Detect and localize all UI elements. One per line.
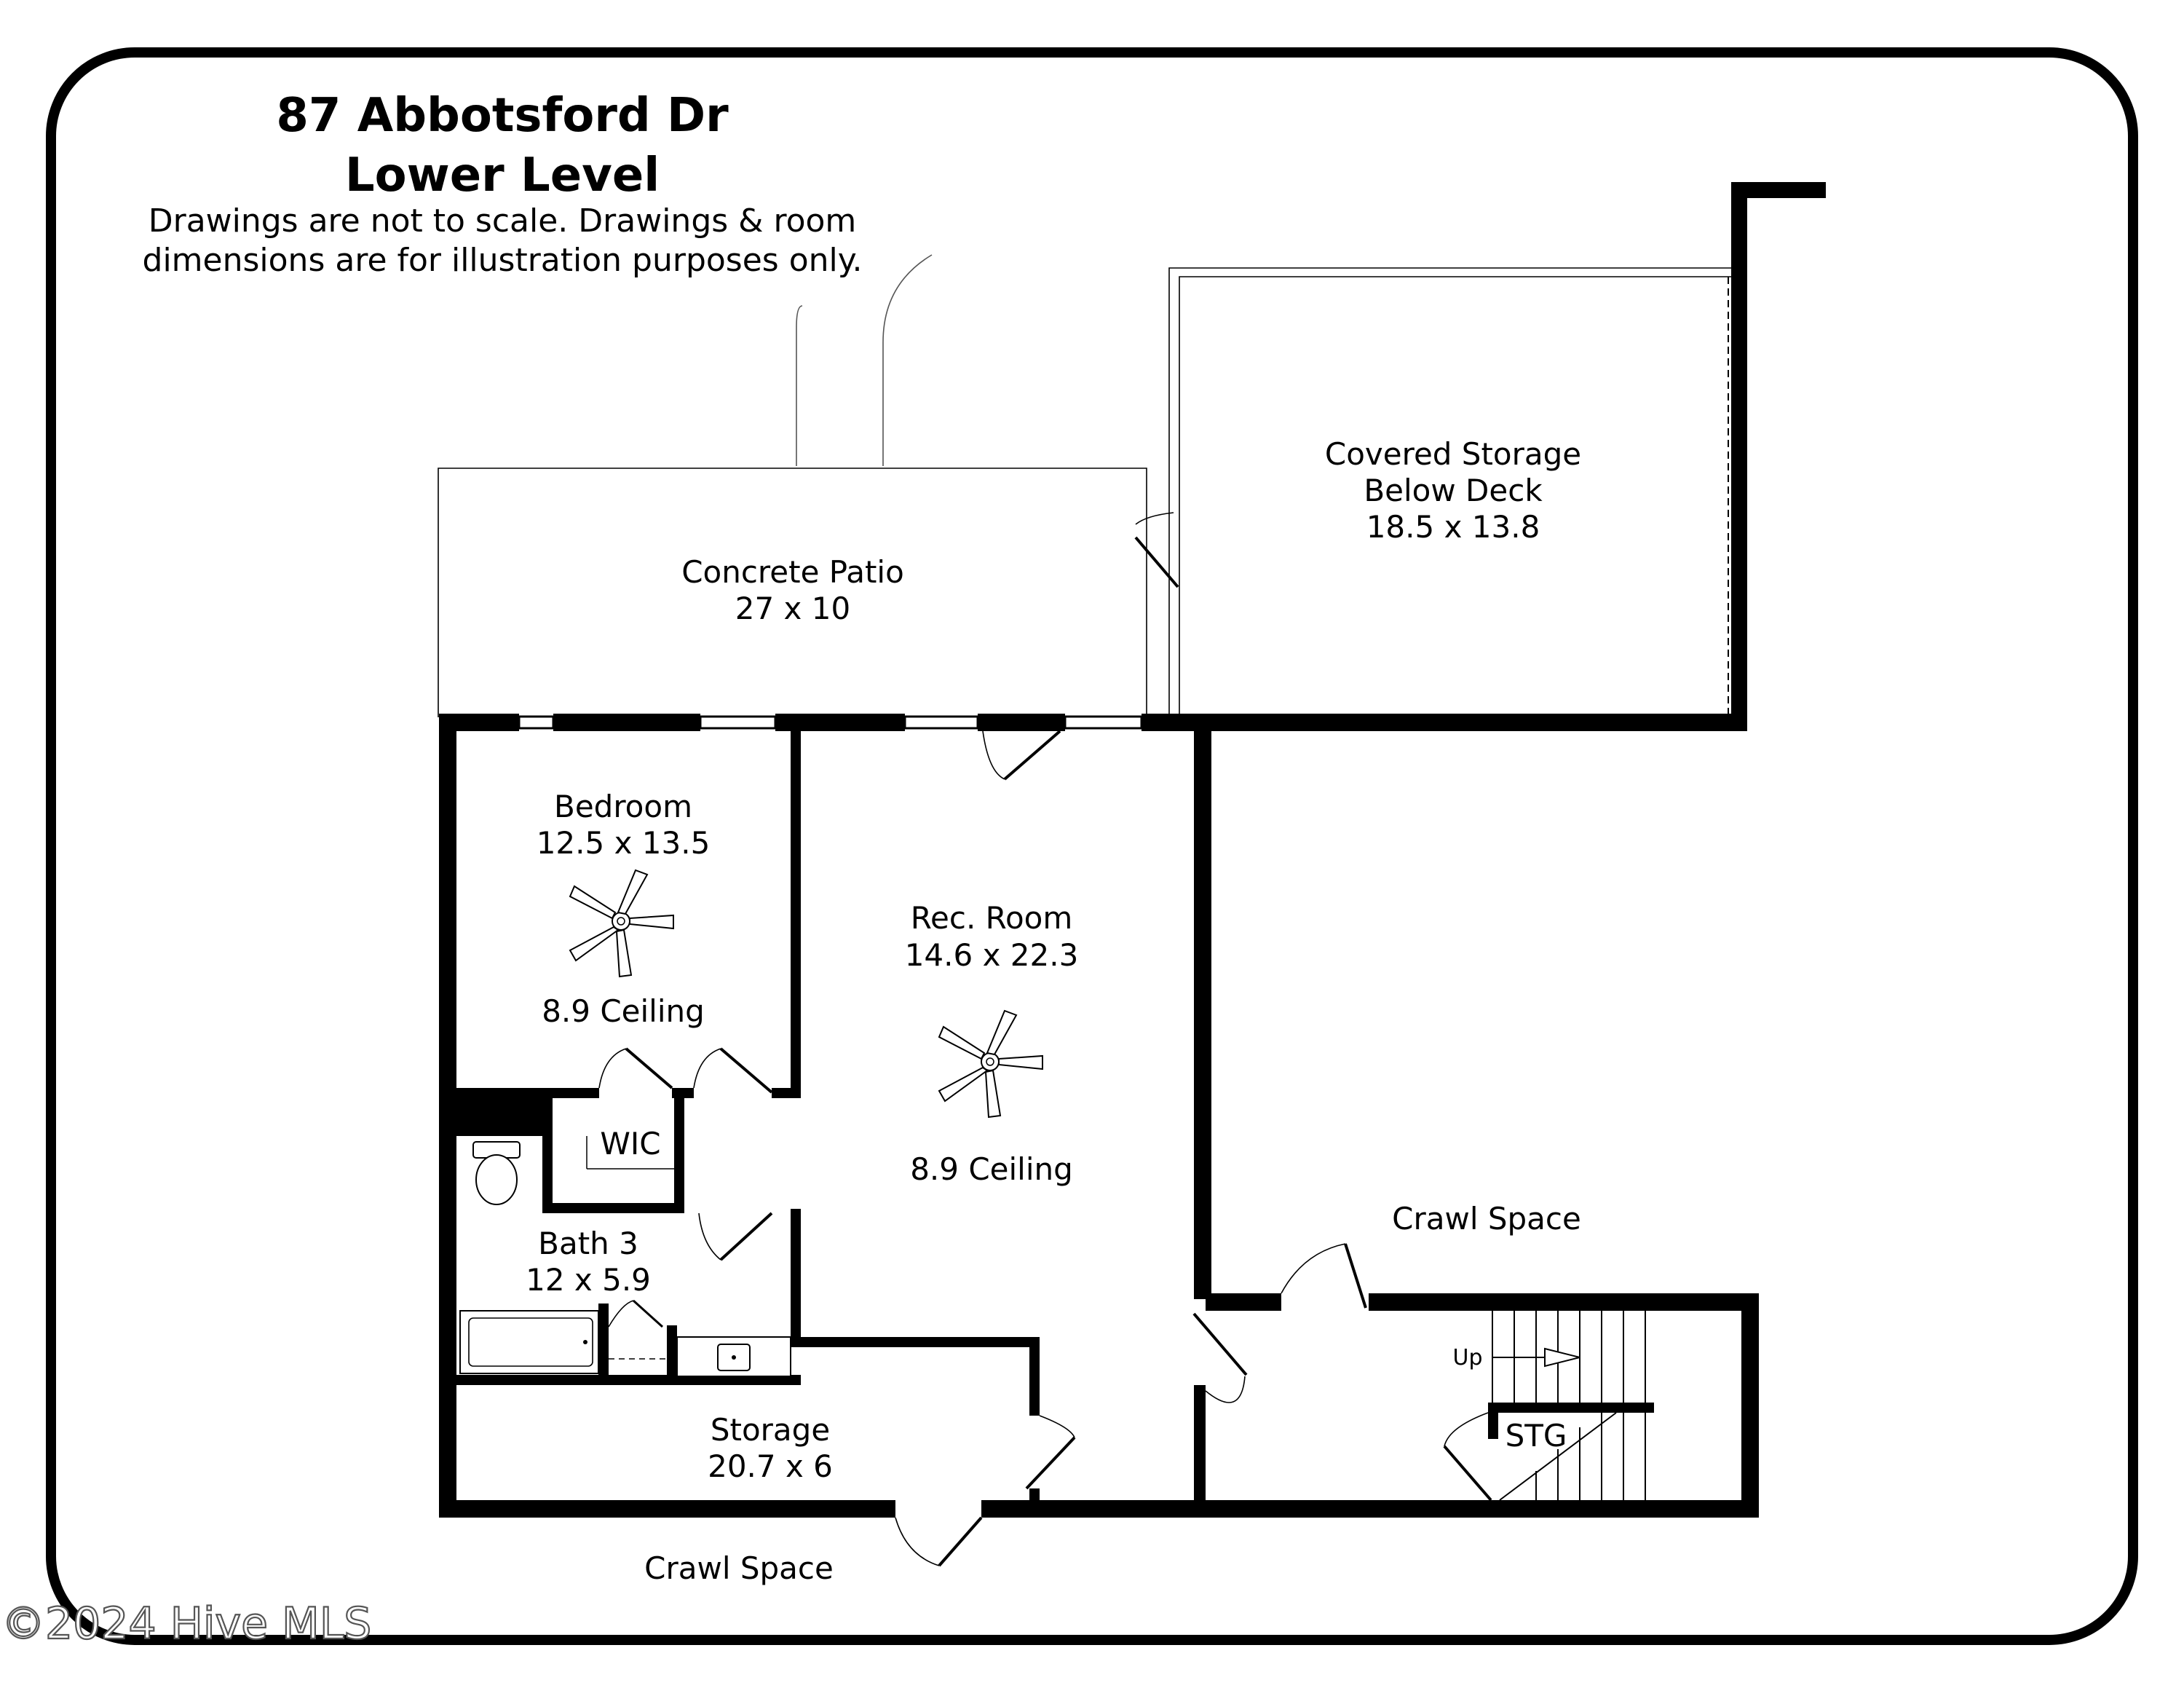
wall-wic xyxy=(542,1203,684,1213)
room-dims-concrete-patio: 27 x 10 xyxy=(735,591,850,626)
ceiling-fan-icon xyxy=(569,869,674,978)
stairs-up-label: Up xyxy=(1452,1345,1482,1370)
wall-wic xyxy=(674,1098,684,1213)
room-dims-storage: 20.7 x 6 xyxy=(708,1448,833,1484)
wall-stair-north xyxy=(1369,1293,1757,1311)
window xyxy=(903,715,979,730)
door-leaf xyxy=(632,1299,664,1328)
room-dims-bedroom: 12.5 x 13.5 xyxy=(537,825,711,861)
door-swing xyxy=(895,1517,940,1566)
door-swing xyxy=(698,1212,721,1261)
covered-storage-outline xyxy=(1168,267,1733,717)
wall-stg xyxy=(1488,1403,1498,1439)
wall-wic xyxy=(542,1098,553,1210)
door-swing xyxy=(1039,1415,1075,1438)
room-name-crawl-space-bottom: Crawl Space xyxy=(644,1550,834,1586)
ceiling-rec-room: 8.9 Ceiling xyxy=(910,1151,1073,1187)
disclaimer-line-1: Drawings are not to scale. Drawings & ro… xyxy=(149,202,857,240)
covered-storage-outline xyxy=(1179,276,1733,717)
wall-bedroom-east xyxy=(791,731,801,1098)
wall-storage-north xyxy=(791,1337,1040,1347)
window xyxy=(699,715,777,730)
door-swing xyxy=(598,1048,627,1089)
room-name-stg: STG xyxy=(1506,1418,1567,1454)
wall-bath-south xyxy=(456,1375,801,1385)
wall-bedroom-south xyxy=(439,1088,599,1098)
room-name-concrete-patio: Concrete Patio xyxy=(681,554,904,590)
room-dims-rec-room: 14.6 x 22.3 xyxy=(905,937,1079,973)
room-name-crawl-space-right: Crawl Space xyxy=(1392,1201,1581,1237)
wall-storage-east xyxy=(1029,1337,1040,1416)
room-name-bedroom: Bedroom xyxy=(554,789,692,824)
door-leaf xyxy=(1443,1445,1492,1502)
door-swing xyxy=(608,1300,634,1328)
window xyxy=(518,715,555,730)
stairs xyxy=(1492,1311,1646,1501)
wall-stair-east xyxy=(1741,1293,1759,1518)
door-swing xyxy=(693,1048,721,1089)
door-leaf xyxy=(938,1516,983,1567)
door-swing xyxy=(982,730,1005,780)
room-name-storage: Storage xyxy=(711,1412,830,1448)
door-leaf xyxy=(1344,1243,1367,1309)
ceiling-fan-icon xyxy=(938,1009,1043,1119)
door-leaf xyxy=(1025,1436,1076,1490)
room-name-bath3: Bath 3 xyxy=(538,1226,638,1261)
wall-bath-partition xyxy=(598,1304,609,1376)
door-swing xyxy=(1281,1243,1346,1294)
level-title: Lower Level xyxy=(345,149,660,202)
door-leaf xyxy=(1134,536,1179,588)
wall-south xyxy=(439,1500,895,1518)
bathtub xyxy=(459,1310,599,1374)
door-swing xyxy=(1205,1376,1246,1403)
room-name-covered-storage: Covered Storage xyxy=(1325,436,1581,472)
room-dims-bath3: 12 x 5.9 xyxy=(526,1262,651,1298)
wall-bedroom-south xyxy=(772,1088,801,1098)
ceiling-bedroom: 8.9 Ceiling xyxy=(542,993,705,1029)
window xyxy=(1064,715,1143,730)
address-title: 87 Abbotsford Dr xyxy=(276,89,729,143)
wall-stair-north xyxy=(1206,1293,1281,1311)
wall-south xyxy=(981,1500,1757,1518)
concrete-patio-outline xyxy=(438,468,1147,717)
door-swing xyxy=(1135,512,1174,525)
outer-frame xyxy=(46,47,2138,1645)
disclaimer-line-2: dimensions are for illustration purposes… xyxy=(143,242,863,279)
room-dims-covered-storage: 18.5 x 13.8 xyxy=(1366,509,1540,545)
walkway-path xyxy=(796,305,803,466)
wall-east xyxy=(1194,1385,1206,1503)
wall-bath-east xyxy=(791,1209,801,1347)
wall-north xyxy=(978,714,1065,731)
wall-bath-partition xyxy=(667,1325,677,1376)
wall-storage-east xyxy=(1029,1488,1040,1503)
wall-north xyxy=(1142,714,1203,731)
wall-north xyxy=(553,714,700,731)
room-name-rec-room: Rec. Room xyxy=(911,900,1073,936)
wall-north xyxy=(775,714,905,731)
door-leaf xyxy=(1003,730,1061,781)
watermark: ©2024 Hive MLS xyxy=(1,1598,371,1649)
wall-wic xyxy=(439,1098,548,1136)
door-leaf xyxy=(719,1047,773,1094)
wall-east xyxy=(1194,731,1211,1299)
room-name-covered-storage-2: Below Deck xyxy=(1364,473,1543,508)
door-leaf xyxy=(719,1212,773,1261)
walkway-path xyxy=(882,254,933,466)
wall-stg xyxy=(1488,1403,1654,1413)
door-leaf xyxy=(625,1047,673,1089)
toilet xyxy=(472,1141,521,1205)
door-swing xyxy=(1444,1412,1489,1447)
door-leaf xyxy=(1192,1312,1248,1376)
room-name-wic: WIC xyxy=(600,1126,660,1162)
sink xyxy=(676,1336,791,1377)
wall-bedroom-south xyxy=(672,1088,694,1098)
